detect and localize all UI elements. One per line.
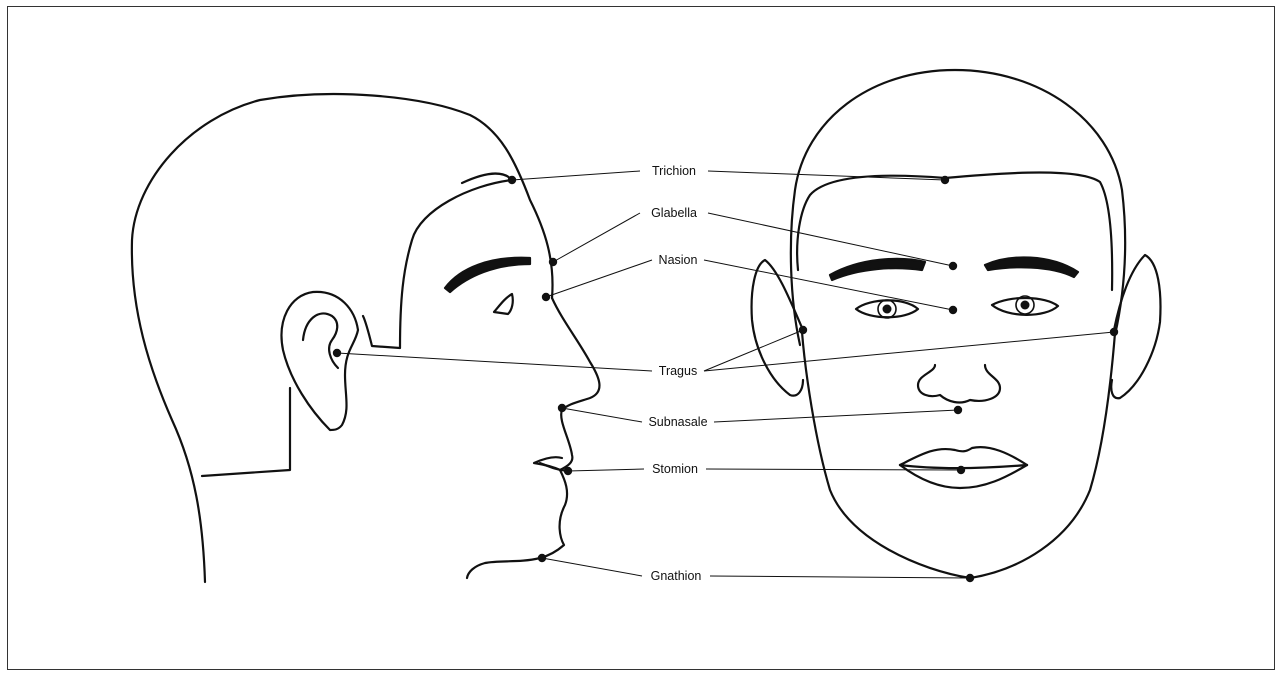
glabella-front-dot (949, 262, 957, 270)
profile-skull-outline (132, 94, 553, 582)
leader-trichion-profile (512, 171, 640, 180)
profile-face-outline (467, 298, 599, 578)
tragus-front-left-dot (799, 326, 807, 334)
front-right-pupil (1021, 301, 1030, 310)
front-right-ear (1111, 255, 1160, 398)
tragus-profile-dot (333, 349, 341, 357)
stomion-label: Stomion (651, 463, 699, 476)
front-right-eyebrow (985, 257, 1078, 277)
leader-stomion-profile (568, 469, 644, 471)
subnasale-label: Subnasale (647, 416, 708, 429)
front-left-ear (752, 260, 803, 396)
trichion-front-dot (941, 176, 949, 184)
leader-nasion-profile (546, 260, 652, 297)
front-skull-outline (791, 70, 1125, 345)
leader-gnathion-profile (542, 558, 642, 576)
leader-tragus-front-left (704, 330, 803, 371)
nasion-profile-dot (542, 293, 550, 301)
tragus-front-right-dot (1110, 328, 1118, 336)
stomion-front-dot (957, 466, 965, 474)
leader-subnasale-profile (562, 408, 642, 422)
front-left-eyebrow (830, 259, 925, 280)
glabella-profile-dot (549, 258, 557, 266)
gnathion-front-dot (966, 574, 974, 582)
leader-glabella-front (708, 213, 953, 266)
front-face-outline (802, 332, 1115, 578)
leader-glabella-profile (553, 213, 640, 262)
gnathion-profile-dot (538, 554, 546, 562)
front-upper-lip (900, 447, 1027, 465)
subnasale-profile-dot (558, 404, 566, 412)
profile-ear-inner (303, 313, 338, 368)
profile-neck-back (202, 388, 290, 476)
profile-eye (494, 294, 513, 314)
profile-ear (282, 292, 358, 430)
stomion-profile-dot (564, 467, 572, 475)
leader-stomion-front (706, 469, 961, 470)
profile-eyebrow (445, 258, 530, 292)
nasion-label: Nasion (658, 254, 699, 267)
subnasale-front-dot (954, 406, 962, 414)
front-nose (918, 365, 1000, 402)
tragus-label: Tragus (658, 365, 698, 378)
front-left-pupil (883, 305, 892, 314)
leader-lines (337, 171, 1114, 578)
leader-subnasale-front (714, 410, 958, 422)
gnathion-label: Gnathion (650, 570, 703, 583)
leader-gnathion-front (710, 576, 970, 578)
glabella-label: Glabella (650, 207, 698, 220)
leader-tragus-profile (337, 353, 652, 371)
leader-tragus-front-right (704, 332, 1114, 371)
nasion-front-dot (949, 306, 957, 314)
trichion-profile-dot (508, 176, 516, 184)
trichion-label: Trichion (651, 165, 697, 178)
